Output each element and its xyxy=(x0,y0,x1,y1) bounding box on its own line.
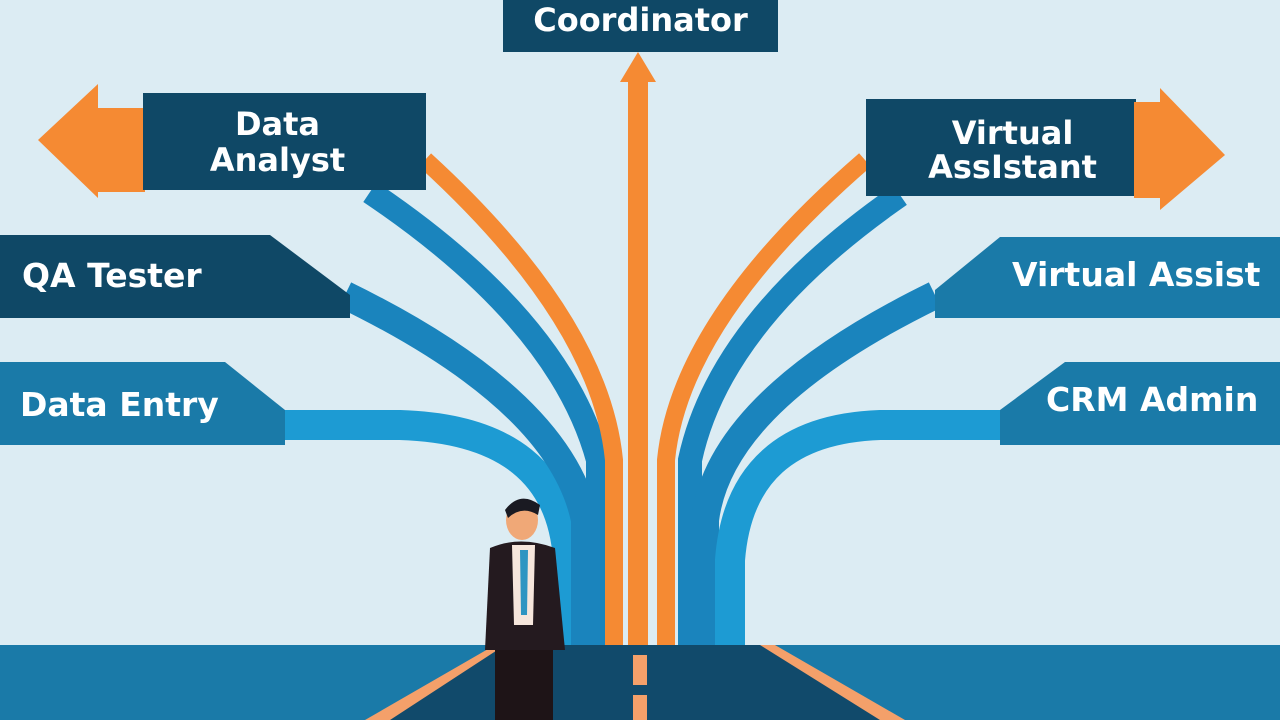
data-analyst-line1: Data xyxy=(234,105,321,143)
crm-admin-banner xyxy=(1000,362,1280,445)
arrow-right-icon xyxy=(1134,88,1225,210)
path-crm-admin xyxy=(715,410,1000,645)
path-qa-tester xyxy=(338,282,599,645)
path-data-analyst-orange xyxy=(418,153,623,645)
arrow-left-icon xyxy=(38,84,145,198)
virtual-assistant-label: Virtual AssIstant xyxy=(880,112,1145,188)
coordinator-box xyxy=(503,0,778,52)
data-entry-banner xyxy=(0,362,285,445)
businessman-figure xyxy=(485,498,565,720)
path-virtual-assistant-blue xyxy=(678,185,907,645)
qa-tester-label: QA Tester xyxy=(22,255,202,295)
virtual-assistant-line1: Virtual xyxy=(951,114,1074,152)
data-analyst-box xyxy=(143,93,426,190)
road-edge-right xyxy=(760,645,905,720)
path-virtual-assistant-orange xyxy=(657,153,871,645)
path-virtual-assist xyxy=(691,282,942,645)
coordinator-label: Coordinator xyxy=(533,1,748,39)
crm-admin-label: CRM Admin xyxy=(1046,379,1259,419)
data-entry-label: Data Entry xyxy=(20,384,219,424)
path-data-analyst-blue xyxy=(363,182,610,645)
arrow-up-icon xyxy=(620,52,656,82)
data-analyst-line2: Analyst xyxy=(209,141,346,179)
data-analyst-label: Data Analyst xyxy=(150,102,405,182)
road-edge-left xyxy=(365,645,505,720)
virtual-assistant-line2: AssIstant xyxy=(928,148,1097,186)
virtual-assist-banner xyxy=(935,237,1280,318)
qa-tester-banner xyxy=(0,235,350,318)
lane-marker xyxy=(633,655,647,685)
path-data-entry xyxy=(285,410,583,645)
virtual-assistant-box xyxy=(866,99,1136,196)
virtual-assist-label: Virtual Assist xyxy=(1012,254,1261,294)
